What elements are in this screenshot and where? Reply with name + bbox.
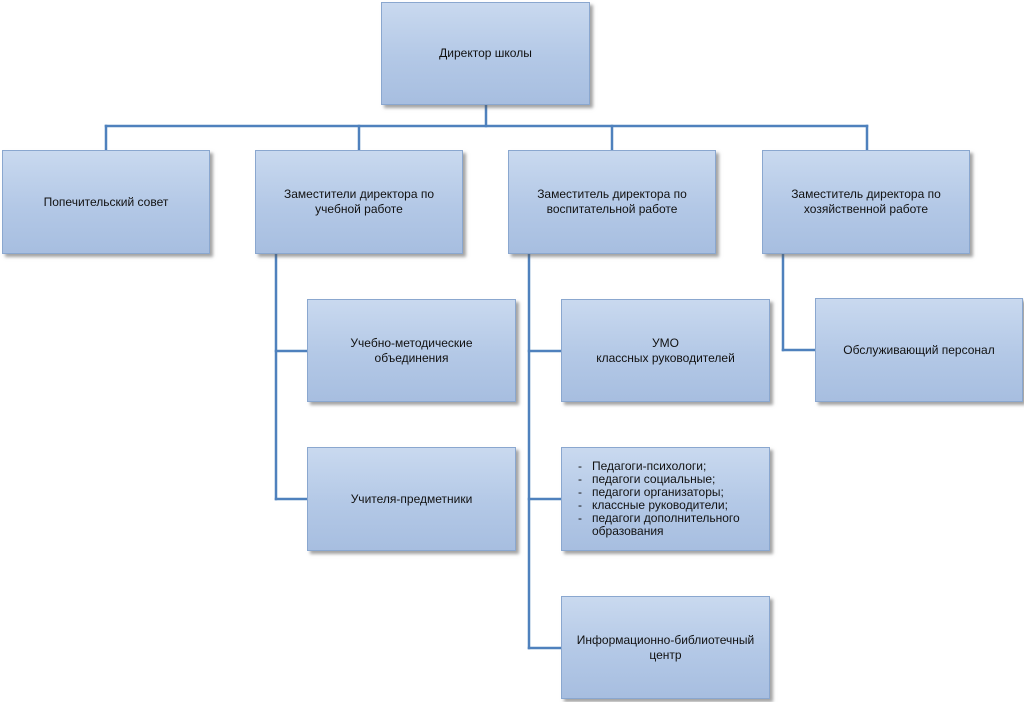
umo-label-line1: УМО <box>652 335 679 350</box>
deputy-upbringing-label: Заместитель директора по воспитательной … <box>537 187 687 216</box>
council-label: Попечительский совет <box>43 194 169 209</box>
library-center-label: Информационно-библиотечный центр <box>576 632 755 662</box>
deputy-study-label: Заместители директора по учебной работе <box>283 187 435 216</box>
deputy-upbringing-box: Заместитель директора по воспитательной … <box>508 150 716 254</box>
methodical-associations-box: Учебно-методические объединения <box>307 299 516 402</box>
subject-teachers-box: Учителя-предметники <box>307 447 516 551</box>
umo-label-line2: классных руководителей <box>596 350 735 365</box>
methodical-associations-label: Учебно-методические объединения <box>350 335 473 365</box>
deputy-study-box: Заместители директора по учебной работе <box>255 150 463 254</box>
service-staff-box: Обслуживающий персонал <box>815 298 1023 402</box>
council-box: Попечительский совет <box>2 150 210 254</box>
specialist-item: Педагоги-психологи; <box>578 460 762 474</box>
specialists-box: Педагоги-психологи; педагоги социальные;… <box>561 447 770 551</box>
specialist-item: педагоги дополнительного образования <box>578 512 762 538</box>
service-staff-label: Обслуживающий персонал <box>843 342 995 357</box>
director-box: Директор школы <box>381 2 590 105</box>
deputy-household-label: Заместитель директора по хозяйственной р… <box>791 187 941 216</box>
deputy-household-box: Заместитель директора по хозяйственной р… <box>762 150 970 254</box>
specialist-item: классные руководители; <box>578 499 762 513</box>
specialist-item: педагоги организаторы; <box>578 486 762 500</box>
specialists-list: Педагоги-психологи; педагоги социальные;… <box>562 460 762 538</box>
umo-class-teachers-label: УМО классных руководителей <box>586 336 745 366</box>
specialist-item: педагоги социальные; <box>578 473 762 487</box>
director-label: Директор школы <box>439 46 532 60</box>
library-center-box: Информационно-библиотечный центр <box>561 596 770 699</box>
subject-teachers-label: Учителя-предметники <box>350 491 473 506</box>
umo-class-teachers-box: УМО классных руководителей <box>561 299 770 402</box>
